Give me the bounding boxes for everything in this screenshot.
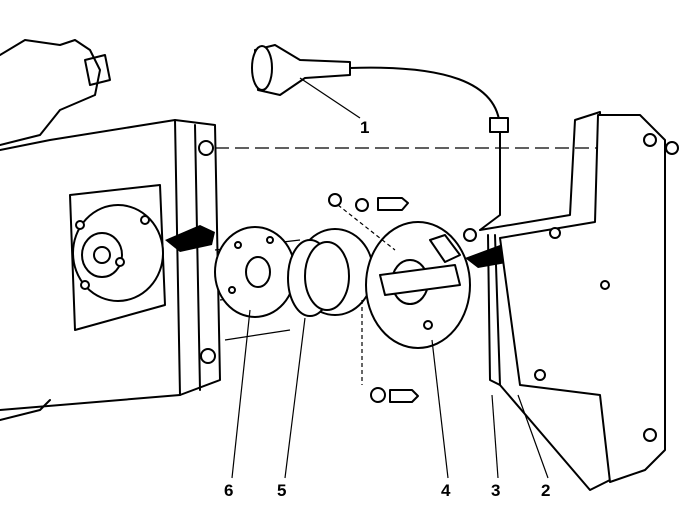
callout-6: 6 [224, 481, 233, 500]
callout-3: 3 [491, 481, 500, 500]
callout-5: 5 [277, 481, 286, 500]
callout-2: 2 [541, 481, 550, 500]
callout-4: 4 [441, 481, 451, 500]
leader-lines [231, 77, 549, 479]
part-1-connector [251, 44, 509, 231]
part-2-cover [499, 114, 679, 483]
callout-1: 1 [360, 118, 369, 137]
screws [328, 193, 419, 403]
part-5-rotor-cup [287, 228, 374, 317]
part-4-sensor-plate [365, 221, 477, 349]
engine-housing [0, 39, 301, 421]
arrow-left [165, 225, 215, 252]
part-6-plate [214, 226, 296, 318]
